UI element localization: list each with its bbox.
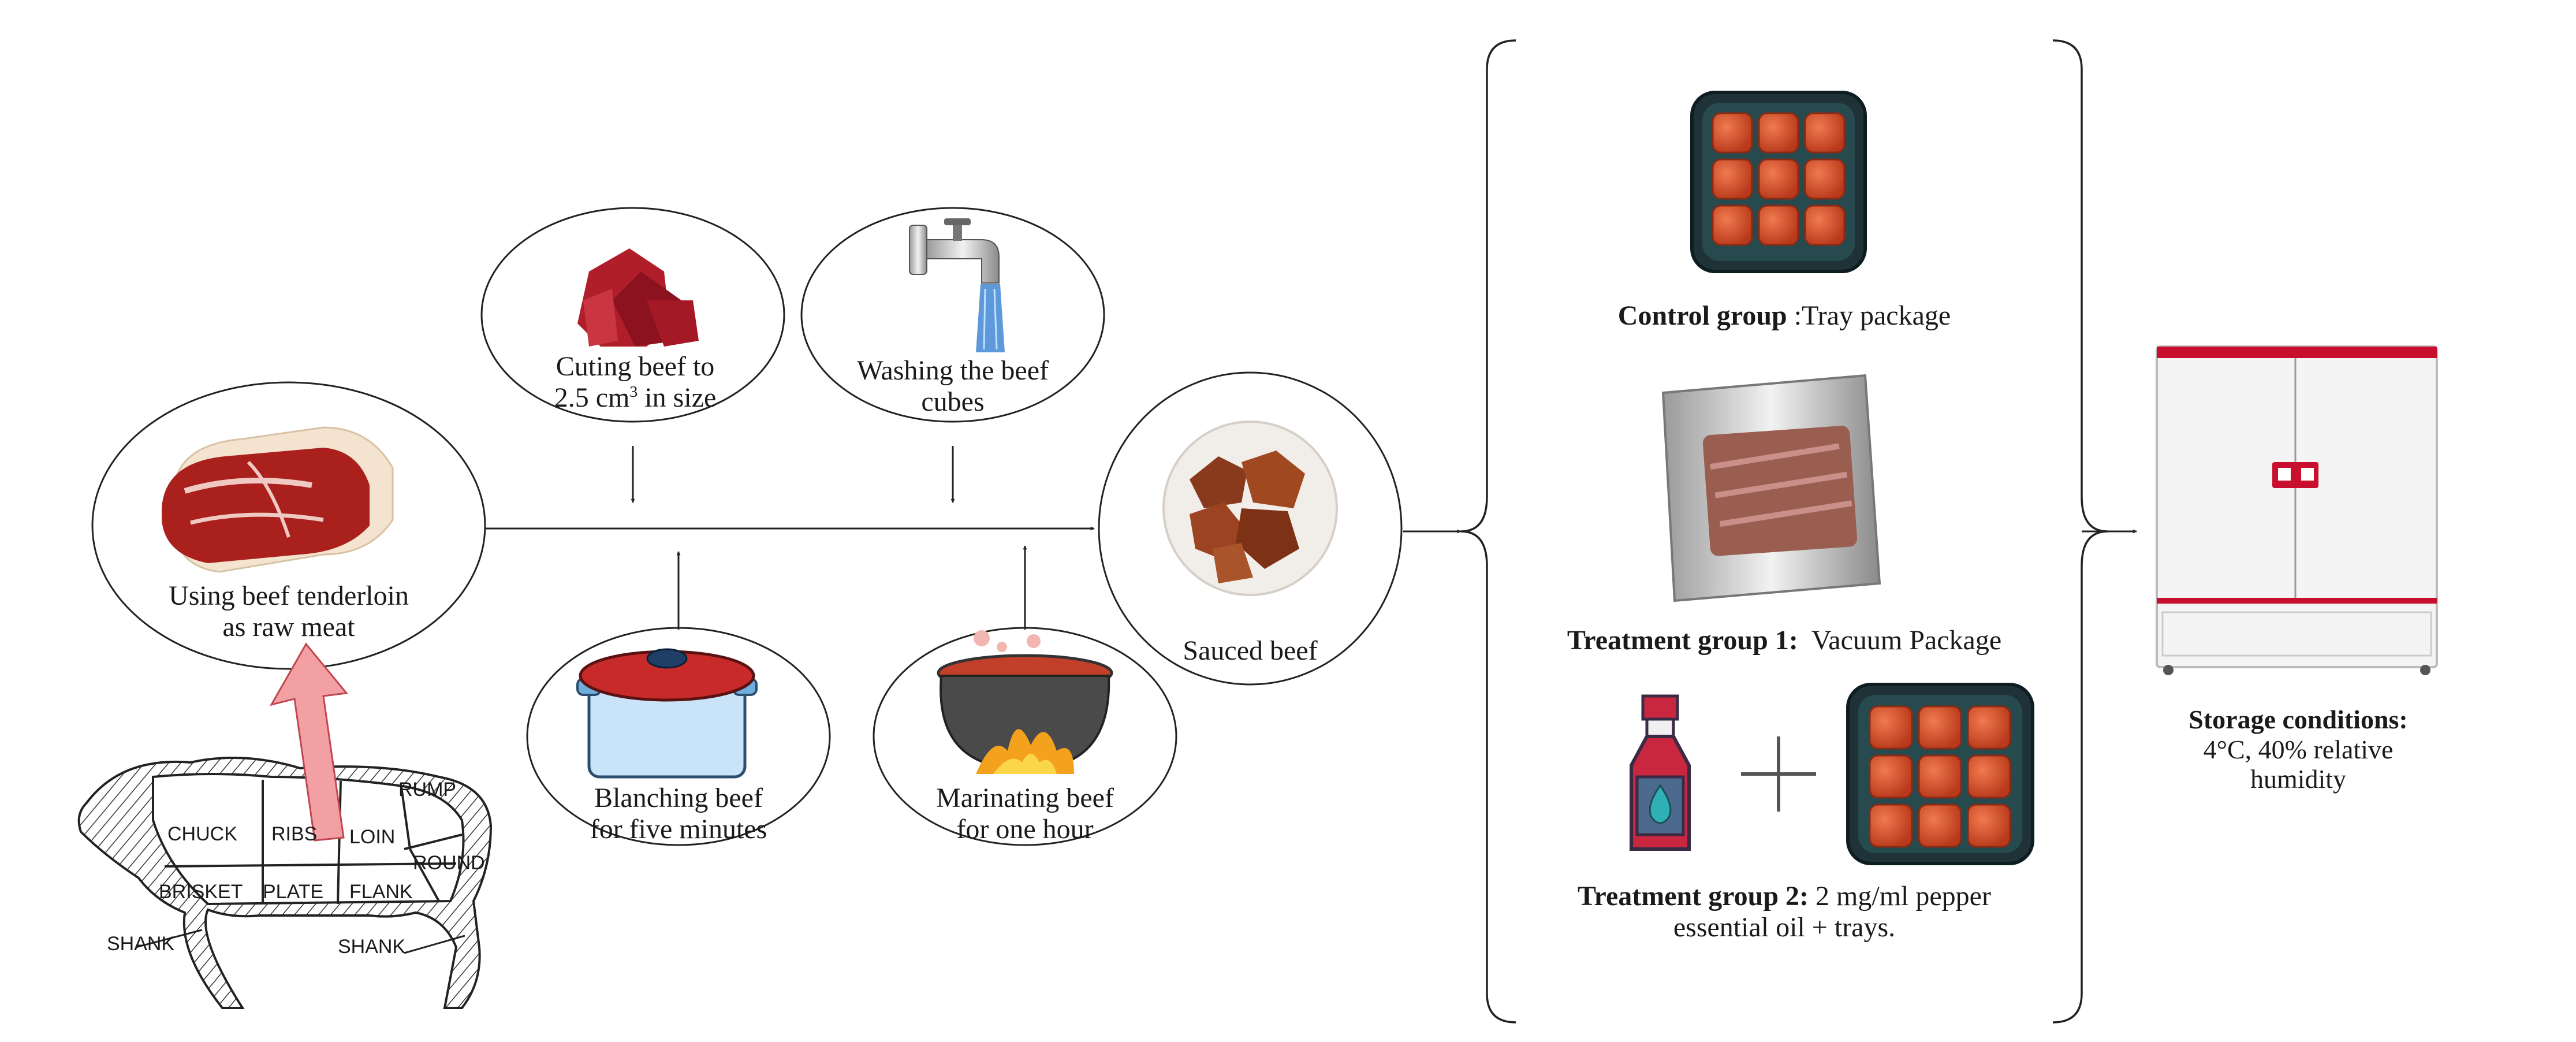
vacuum-package-image	[1661, 374, 1881, 602]
raw-meat-label: Using beef tenderloin as raw meat	[169, 580, 409, 642]
cut-label-shank-rear: SHANK	[338, 936, 406, 958]
sauced-beef-ellipse	[1098, 371, 1403, 686]
cut-label-loin: LOIN	[349, 826, 396, 848]
tray-cubes-treatment2	[1869, 705, 2011, 848]
beef-cube	[1712, 158, 1753, 200]
tray-cubes-control	[1712, 112, 1846, 246]
beef-cube	[1712, 112, 1753, 154]
storage-chamber-image	[2156, 345, 2438, 675]
beef-cube	[1869, 803, 1913, 848]
cooking-pot-image	[576, 648, 758, 779]
storage-conditions-label: Storage conditions: 4°C, 40% relative hu…	[2189, 705, 2408, 794]
wash-label: Washing the beef cubes	[856, 355, 1049, 417]
raw-beef-cubes-image	[577, 248, 699, 347]
blanch-label: Blanching beef for five minutes	[590, 783, 767, 844]
cut-label-round: ROUND	[413, 852, 485, 874]
left-brace	[1460, 39, 1516, 1024]
beef-cube	[1869, 705, 1913, 750]
cut-label-plate: PLATE	[263, 881, 324, 903]
beef-steak-image	[162, 426, 394, 573]
cut-label-brisket: BRISKET	[159, 881, 243, 903]
beef-cube	[1967, 754, 2011, 799]
beef-cube	[1758, 158, 1799, 200]
loin-pointer-arrow	[269, 642, 348, 842]
marinate-label: Marinating beef for one hour	[936, 783, 1114, 844]
beef-cube	[1869, 754, 1913, 799]
treatment-group-2-label: Treatment group 2: 2 mg/ml pepper essent…	[1578, 881, 1991, 943]
beef-cuts-diagram	[77, 757, 493, 1009]
cut-label-shank-front: SHANK	[107, 933, 175, 955]
raw-meat-ellipse	[91, 381, 486, 670]
treatment-group-1-label: Treatment group 1: Vacuum Package	[1567, 625, 2002, 656]
plus-icon	[1741, 736, 1816, 812]
beef-cube	[1967, 803, 2011, 848]
cut-label-ribs: RIBS	[271, 823, 318, 845]
beef-cube	[1918, 754, 1962, 799]
beef-cube	[1918, 803, 1962, 848]
cut-label: Cuting beef to 2.5 cm3 in size	[554, 351, 717, 413]
cut-label-rump: RUMP	[398, 779, 457, 801]
beef-cube	[1918, 705, 1962, 750]
cut-ellipse	[480, 207, 785, 423]
cauldron-fire-image	[937, 630, 1113, 774]
sauced-beef-label: Sauced beef	[1183, 635, 1318, 666]
faucet-image	[909, 218, 1005, 352]
beef-cube	[1804, 112, 1846, 154]
cut-label-chuck: CHUCK	[167, 823, 237, 845]
essential-oil-bottle-icon	[1630, 694, 1691, 851]
beef-cube	[1804, 204, 1846, 246]
beef-cube	[1804, 158, 1846, 200]
wash-ellipse	[800, 207, 1105, 423]
beef-cube	[1712, 204, 1753, 246]
control-group-label: Control group :Tray package	[1617, 300, 1951, 331]
sauced-beef-bowl-image	[1162, 420, 1338, 596]
beef-cube	[1758, 204, 1799, 246]
beef-cube	[1967, 705, 2011, 750]
right-brace	[2052, 39, 2108, 1024]
cut-label-flank: FLANK	[349, 881, 413, 903]
beef-cube	[1758, 112, 1799, 154]
